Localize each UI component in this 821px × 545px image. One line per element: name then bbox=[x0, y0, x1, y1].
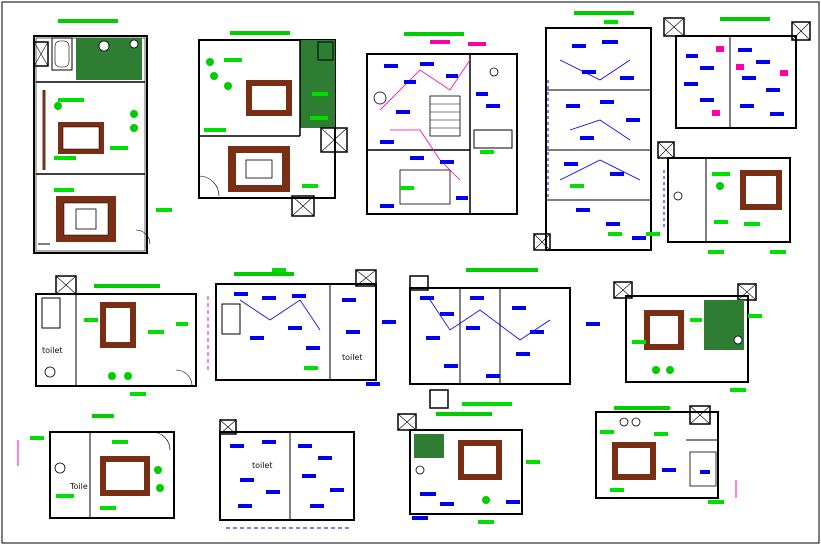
plan-title-bar bbox=[574, 11, 634, 15]
toilet-icon bbox=[54, 462, 66, 474]
outer-wall bbox=[409, 429, 523, 515]
plan-title-bar bbox=[94, 284, 160, 288]
plan-title-bar bbox=[58, 19, 118, 23]
plan-10 bbox=[613, 281, 762, 392]
plan-6 bbox=[646, 141, 791, 254]
plan-title-bar bbox=[230, 31, 290, 35]
bathtub-icon bbox=[221, 303, 241, 335]
toilet-icon bbox=[44, 366, 56, 378]
plan-1 bbox=[33, 19, 172, 254]
outer-wall bbox=[595, 411, 719, 499]
toilet-icon bbox=[489, 67, 499, 77]
washbasin-icon bbox=[98, 40, 110, 52]
outer-wall bbox=[545, 27, 652, 251]
outer-wall bbox=[366, 53, 518, 215]
plan-title-bar bbox=[234, 272, 294, 276]
bathtub-icon bbox=[473, 129, 513, 149]
plan-title-bar bbox=[466, 268, 538, 272]
room-label-toilet: Toile bbox=[69, 482, 88, 491]
bathtub-icon bbox=[51, 37, 73, 71]
plan-title-bar bbox=[92, 414, 114, 418]
outer-wall bbox=[625, 295, 749, 383]
plan-12: toilet bbox=[219, 419, 355, 529]
stair-icon bbox=[429, 95, 461, 137]
door-swing-icon bbox=[135, 229, 151, 245]
room-label-toilet: toilet bbox=[342, 353, 363, 362]
outer-wall bbox=[49, 431, 175, 519]
plan-title-bar bbox=[404, 32, 464, 36]
room-label-toilet: toilet bbox=[42, 346, 63, 355]
plan-9 bbox=[409, 268, 600, 409]
plan-3 bbox=[366, 32, 518, 215]
outer-wall bbox=[215, 283, 377, 381]
room-label-toilet: toilet bbox=[252, 461, 273, 470]
outer-wall bbox=[667, 157, 791, 243]
plan-7: toilet bbox=[35, 275, 197, 396]
plan-8: toilet bbox=[207, 268, 396, 386]
plan-13 bbox=[397, 412, 540, 524]
elevator-shaft-icon bbox=[33, 41, 49, 67]
plan-title-bar bbox=[436, 412, 492, 416]
door-swing-icon bbox=[198, 175, 220, 197]
outer-wall bbox=[675, 35, 797, 129]
elevator-shaft-icon bbox=[320, 127, 348, 153]
outer-wall bbox=[35, 293, 197, 387]
plan-title-bar bbox=[614, 406, 670, 410]
outer-wall bbox=[409, 287, 571, 385]
plan-title-bar bbox=[720, 17, 770, 21]
plan-14 bbox=[595, 405, 737, 504]
elevator-shaft-icon bbox=[663, 17, 685, 37]
outer-wall bbox=[219, 431, 355, 521]
toilet-icon bbox=[673, 191, 683, 201]
plan-11: Toile bbox=[17, 414, 175, 519]
plan-4 bbox=[533, 11, 652, 251]
plan-5 bbox=[663, 17, 811, 129]
outer-wall bbox=[33, 35, 148, 254]
bathtub-icon bbox=[41, 297, 61, 329]
plan-2 bbox=[198, 31, 348, 217]
